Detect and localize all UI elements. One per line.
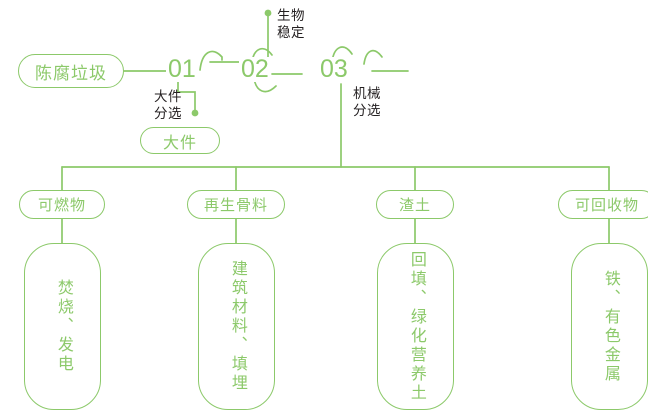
detail-box-zaishenggulao[interactable]: 建筑材料、填埋 <box>198 243 275 410</box>
stage-number-03[interactable]: 03 <box>318 57 350 82</box>
output-pill-zaishenggulao[interactable]: 再生骨料 <box>187 190 285 219</box>
terminal-dot-shengwu <box>264 9 272 17</box>
detail-box-kehuishouwu[interactable]: 铁、有色金属 <box>571 243 648 410</box>
output-pill-dajian-label: 大件 <box>162 134 197 152</box>
detail-box-kehuishouwu-text: 铁、有色金属 <box>601 269 619 384</box>
stage-number-01[interactable]: 01 <box>166 57 198 82</box>
output-pill-zhatu-label: 渣土 <box>398 197 431 214</box>
stage-03-process-label: 机械 分选 <box>353 86 381 119</box>
terminal-dot-dajian <box>191 109 199 117</box>
detail-box-zhatu-text: 回填、绿化营养土 <box>407 250 425 403</box>
output-pill-dajian[interactable]: 大件 <box>140 127 220 154</box>
source-pill-chenfulaji[interactable]: 陈腐垃圾 <box>18 54 124 88</box>
output-pill-kehuishouwu[interactable]: 可回收物 <box>558 190 648 219</box>
stage-number-03-text: 03 <box>320 55 348 83</box>
stage-number-02-text: 02 <box>241 55 269 83</box>
detail-box-zaishenggulao-text: 建筑材料、填埋 <box>228 260 246 393</box>
output-pill-kehuishouwu-label: 可回收物 <box>574 197 639 214</box>
detail-box-kerangwu[interactable]: 焚烧、发电 <box>24 243 101 410</box>
output-pill-zaishenggulao-label: 再生骨料 <box>203 197 268 214</box>
source-pill-label: 陈腐垃圾 <box>35 63 107 83</box>
detail-box-kerangwu-text: 焚烧、发电 <box>54 279 72 374</box>
output-pill-kerangwu-label: 可燃物 <box>37 197 86 214</box>
stage-01-process-label: 大件 分选 <box>154 89 182 122</box>
stage-02-process-label: 生物 稳定 <box>277 8 305 41</box>
output-pill-kerangwu[interactable]: 可燃物 <box>19 190 105 219</box>
stage-number-01-text: 01 <box>168 55 196 83</box>
detail-box-zhatu[interactable]: 回填、绿化营养土 <box>377 243 454 410</box>
output-pill-zhatu[interactable]: 渣土 <box>376 190 454 219</box>
stage-number-02[interactable]: 02 <box>239 57 271 82</box>
